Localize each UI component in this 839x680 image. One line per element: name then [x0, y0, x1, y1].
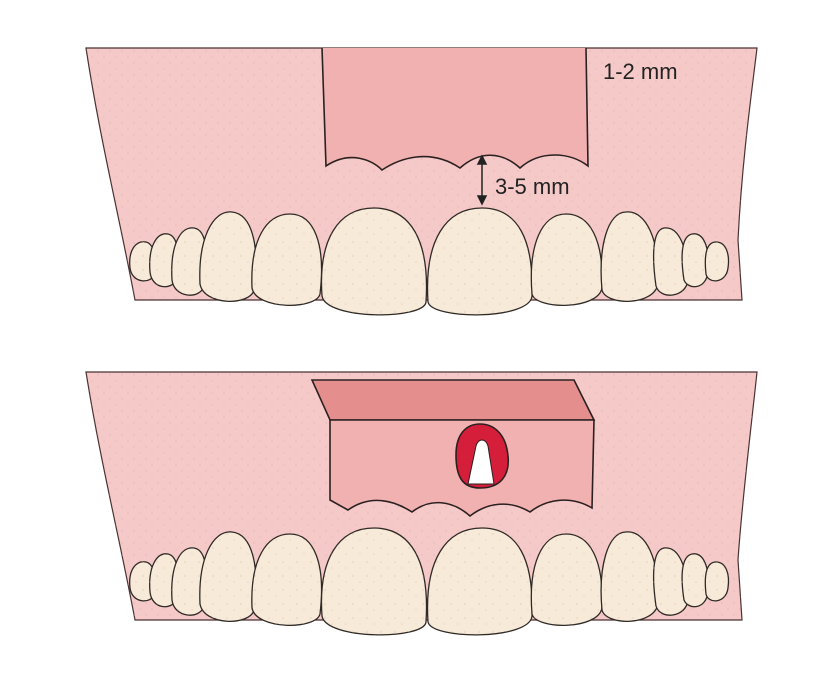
flap-outline [321, 47, 589, 172]
panel-flap-reflected [85, 371, 758, 636]
label-1-2-mm: 1-2 mm [603, 59, 678, 84]
panel-incision-outline: 1-2 mm 3-5 mm [85, 47, 758, 316]
label-3-5-mm: 3-5 mm [495, 174, 570, 199]
measurement-arrow [476, 154, 488, 206]
flap-top-face [310, 379, 596, 421]
implant-site [455, 423, 509, 489]
